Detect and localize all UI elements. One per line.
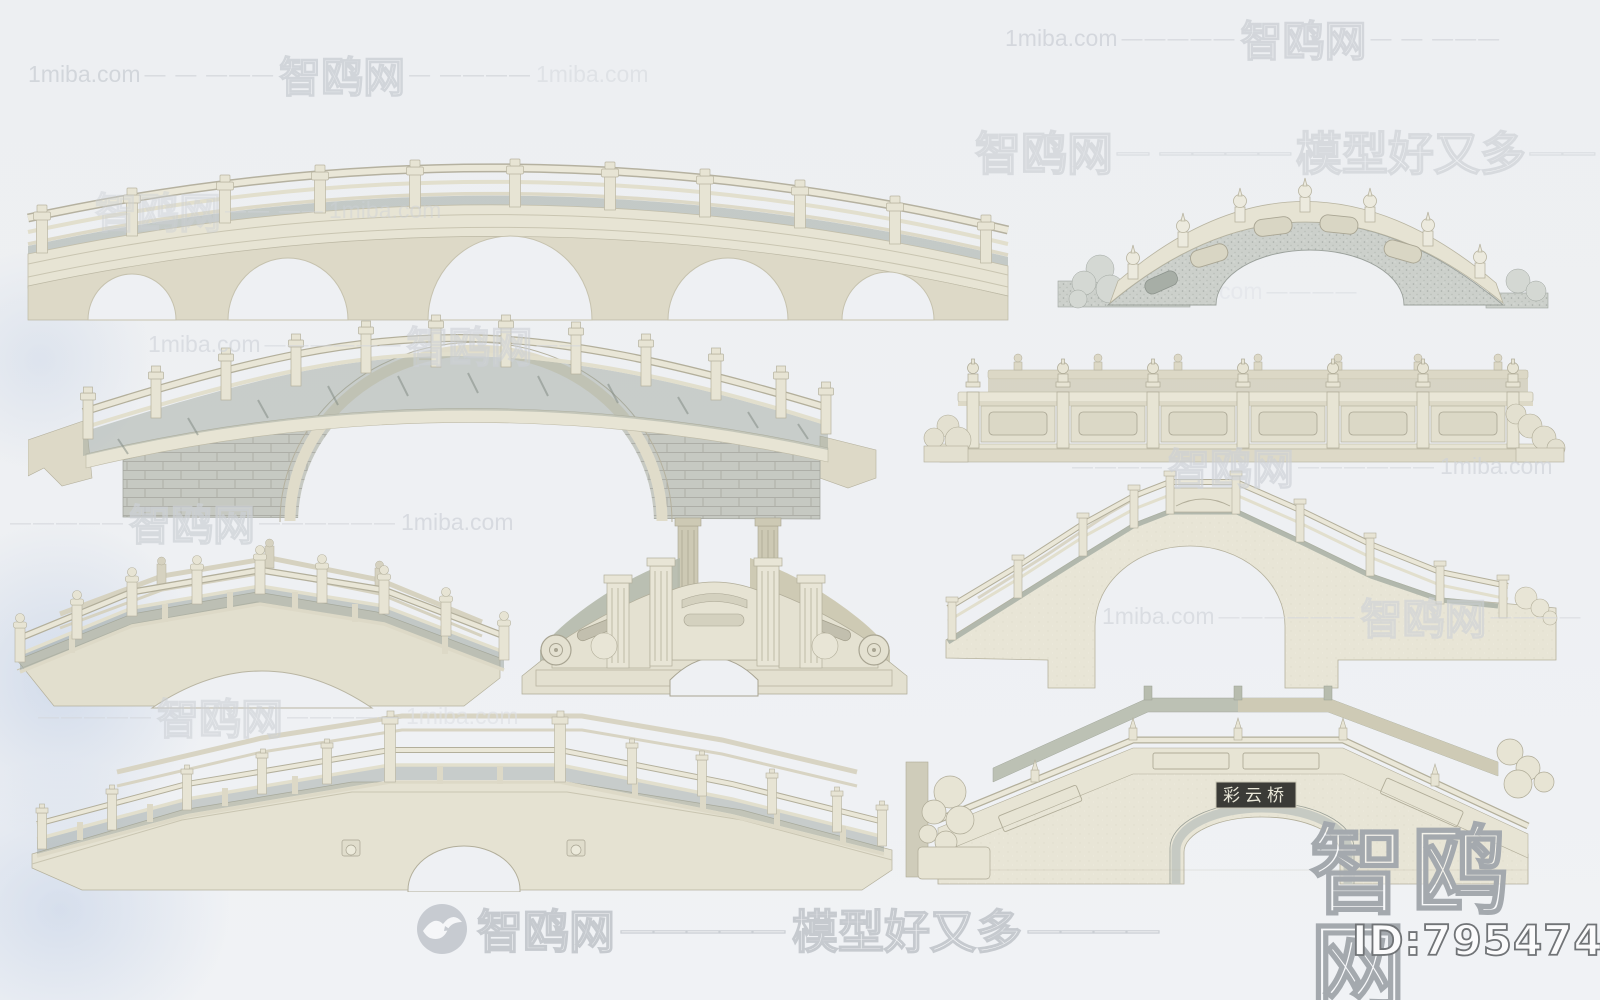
brand-watermark-row: 智鸥网—————模型好又多———— [415,896,1160,962]
watermark-dash: ————— [620,910,786,947]
watermark-text: 智鸥网 [1240,17,1367,65]
watermark-text: 1miba.com [1005,25,1118,51]
bridge-model-long-open-rail [31,710,893,892]
bridge-model-ornate-scroll [521,517,908,697]
watermark-text: 1miba.com [28,61,141,87]
watermark-row: 1miba.com— — ———智鸥网— ————1miba.com [28,44,649,105]
watermark-text: 1miba.com [536,61,649,87]
bridge-model-cloud-plaque: 彩云桥 [905,685,1555,885]
model-id-label: ID:795474055 [1351,916,1600,965]
plaque-text: 彩云桥 [1223,786,1289,806]
watermark-row: 1miba.com—————智鸥网— — ——— [1005,8,1501,69]
bridge-model-steep-moon [945,470,1558,689]
watermark-dash: — — ——— [1370,26,1502,50]
bridge-model-granite-arch [1057,177,1549,309]
watermark-dash: — — ——— [144,62,276,86]
watermark-text: 智鸥网 [279,53,406,101]
brand-watermark-large: 智鸥网 [1309,816,1514,1000]
watermark-dash: ———— [1027,910,1160,947]
bridge-model-open-rail-arch [13,538,511,709]
bridge-model-flat-balustrade [923,353,1566,463]
watermark-dash: ————— [1121,26,1237,50]
seagull-logo-icon [417,904,467,954]
watermark-text: 智鸥网 [476,905,615,958]
watermark-text: 模型好又多 [791,905,1022,958]
brand-watermark-text: 智鸥网—————模型好又多———— [476,896,1160,962]
bridge-model-masonry-arch [28,314,877,563]
watermark-dash: — ———— [409,62,533,86]
bridge-name-plaque: 彩云桥 [1215,781,1297,809]
bridge-model-five-arch [27,158,1010,321]
